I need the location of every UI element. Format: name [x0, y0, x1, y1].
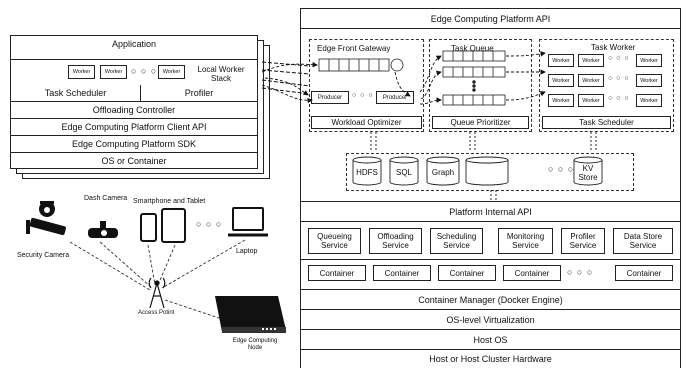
gateway-queue: [318, 58, 404, 72]
container-3: Container: [438, 265, 496, 281]
hardware-box: Host or Host Cluster Hardware: [301, 350, 680, 368]
access-point-icon: [148, 277, 166, 309]
access-point-label: Access Potint: [138, 310, 175, 316]
task-worker-dots-1: ○ ○ ○: [608, 55, 630, 62]
host-os-box: Host OS: [301, 330, 680, 350]
container-1: Container: [308, 265, 366, 281]
graph-label: Graph: [431, 168, 455, 177]
task-queue-label: Task Queue: [451, 44, 494, 53]
local-worker-1: Worker: [68, 65, 95, 79]
dash-camera-label: Dash Camera: [84, 195, 128, 202]
front-gateway-label: Edge Front Gateway: [317, 44, 391, 53]
task-worker-3-2: Worker: [578, 94, 604, 107]
task-worker-3-3: Worker: [636, 94, 662, 107]
container-5: Container: [615, 265, 673, 281]
task-worker-dots-2: ○ ○ ○: [608, 75, 630, 82]
task-queue-group: [429, 39, 532, 132]
laptop-icon: [228, 207, 268, 237]
queueing-service: Queueing Service: [308, 228, 361, 254]
local-worker-dots: ○ ○ ○: [131, 66, 158, 76]
task-scheduler-box-right: Task Scheduler: [542, 116, 671, 129]
data-store-group: [346, 153, 634, 191]
os-container-box: OS or Container: [11, 152, 257, 168]
task-worker-dots-3: ○ ○ ○: [608, 95, 630, 102]
local-worker-3: Worker: [158, 65, 185, 79]
device-dots: ○ ○ ○: [196, 219, 223, 229]
data-store-cylinders: [352, 156, 603, 186]
task-worker-1-1: Worker: [548, 54, 574, 67]
monitoring-service: Monitoring Service: [498, 228, 553, 254]
task-worker-1-2: Worker: [578, 54, 604, 67]
local-worker-stack-label: Local Worker Stack: [197, 65, 245, 83]
task-scheduler-box: Task Scheduler: [11, 85, 141, 101]
hdfs-label: HDFS: [356, 168, 378, 177]
smartphone-tablet-label: Smartphone and Tablet: [133, 198, 206, 205]
container-2: Container: [373, 265, 431, 281]
producer-2: Producer: [376, 91, 414, 104]
security-camera-label: Security Camera: [17, 252, 70, 259]
services-divider: [301, 259, 680, 260]
stack-to-platform-arrows: [261, 61, 311, 95]
security-camera-icon: [26, 201, 66, 236]
smartphone-icon: [140, 213, 157, 242]
task-worker-2-2: Worker: [578, 74, 604, 87]
os-virtualization-box: OS-level Virtualization: [301, 310, 680, 330]
task-worker-2-3: Worker: [636, 74, 662, 87]
offloading-controller-box: Offloading Controller: [11, 101, 257, 118]
laptop-label: Laptop: [236, 248, 258, 255]
internal-api-box: Platform Internal API: [301, 201, 680, 222]
application-label: Application: [111, 39, 157, 49]
task-worker-2-1: Worker: [548, 74, 574, 87]
task-worker-1-3: Worker: [636, 54, 662, 67]
scheduling-service: Scheduling Service: [430, 228, 483, 254]
sdk-box: Edge Computing Platform SDK: [11, 135, 257, 152]
task-queues: [442, 50, 506, 106]
local-worker-2: Worker: [100, 65, 127, 79]
container-manager-box: Container Manager (Docker Engine): [301, 289, 680, 310]
client-api-box: Edge Computing Platform Client API: [11, 118, 257, 135]
dash-camera-icon: [88, 221, 118, 238]
device-stack: Application Worker Worker ○ ○ ○ Worker L…: [10, 35, 258, 169]
edge-platform: Edge Computing Platform API Edge Front G…: [300, 8, 681, 368]
front-gateway-group: [309, 39, 424, 132]
store-dots: ○ ○ ○: [548, 164, 575, 174]
tablet-icon: [161, 208, 186, 243]
data-store-service: Data Store Service: [613, 228, 673, 254]
profiler-service: Profiler Service: [561, 228, 605, 254]
edge-node-label: Edge Computing Node: [232, 338, 278, 351]
device-connections: [26, 201, 286, 333]
workload-optimizer-box: Workload Optimizer: [311, 116, 422, 129]
application-layer: Application: [11, 36, 257, 60]
container-4: Container: [503, 265, 561, 281]
platform-api-title: Edge Computing Platform API: [301, 9, 680, 29]
producer-1: Producer: [311, 91, 349, 104]
task-worker-group: [539, 39, 674, 132]
task-worker-label: Task Worker: [591, 43, 636, 52]
sql-label: SQL: [395, 168, 412, 177]
profiler-box: Profiler: [141, 85, 257, 101]
container-dots: ○ ○ ○: [567, 267, 594, 277]
offloading-service: Offloading Service: [369, 228, 422, 254]
queue-prioritizer-box: Queue Prioritizer: [432, 116, 529, 129]
producer-dots: ○ ○ ○: [352, 92, 374, 99]
kv-store-label: KV Store: [578, 164, 598, 182]
task-worker-3-1: Worker: [548, 94, 574, 107]
edge-node-icon: [215, 296, 286, 333]
